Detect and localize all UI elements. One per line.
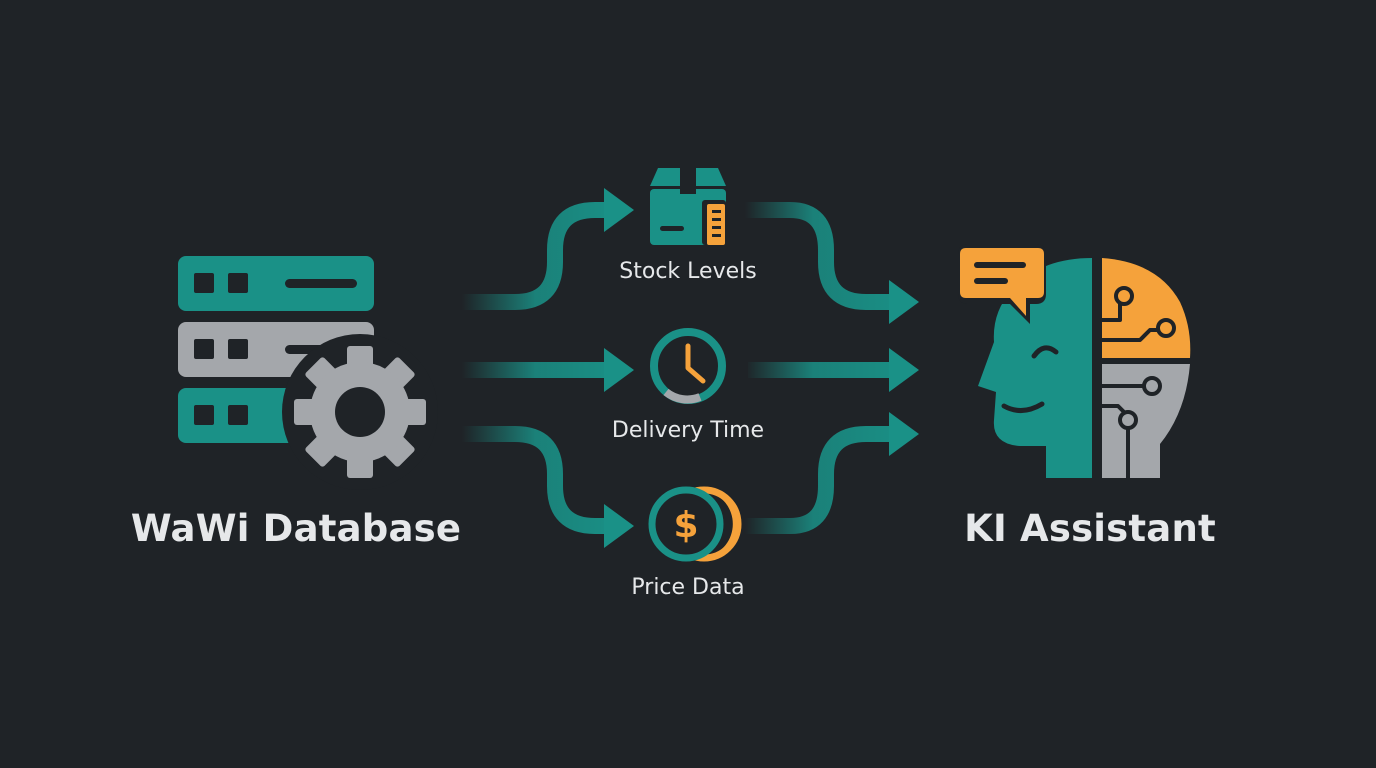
flow-line-stock-in <box>462 202 612 310</box>
arrowhead-delivery-out <box>889 348 919 392</box>
arrowheads-in <box>604 188 634 548</box>
gear-icon <box>282 334 438 490</box>
flow-lines-out <box>745 202 898 534</box>
arrowhead-stock-in <box>604 188 634 232</box>
arrowhead-stock-out <box>889 280 919 324</box>
flow-line-price-out <box>745 426 898 534</box>
target-label: KI Assistant <box>964 507 1216 550</box>
arrowheads-out <box>889 280 919 456</box>
chat-bubble-icon <box>958 244 1046 324</box>
flow-label-price: Price Data <box>631 575 745 600</box>
ai-head-chat-icon <box>958 244 1191 480</box>
arrowhead-price-in <box>604 504 634 548</box>
database-server-gear-icon <box>178 256 438 490</box>
source-label: WaWi Database <box>130 507 462 550</box>
flow-lines-in <box>462 202 612 534</box>
dollar-coin-icon: $ <box>648 486 742 562</box>
flow-line-price-in <box>462 426 612 534</box>
flow-label-delivery: Delivery Time <box>611 418 765 443</box>
arrowhead-delivery-in <box>604 348 634 392</box>
arrowhead-price-out <box>889 412 919 456</box>
package-box-icon <box>650 168 726 245</box>
clock-icon <box>650 328 726 404</box>
dollar-glyph: $ <box>673 505 698 546</box>
flow-label-stock: Stock Levels <box>619 259 757 284</box>
flow-line-stock-out <box>745 202 898 310</box>
